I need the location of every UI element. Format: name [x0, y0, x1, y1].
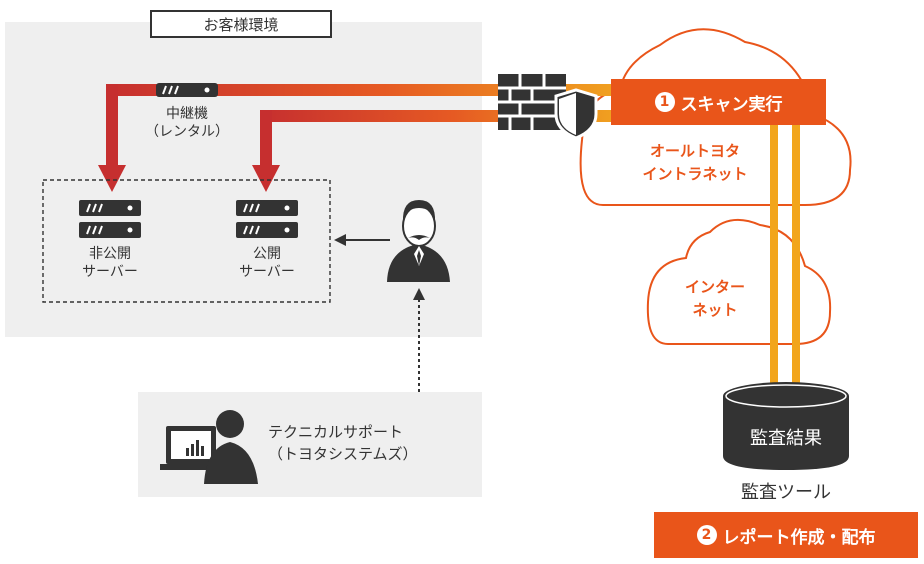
- servers-group-border: [42, 179, 331, 303]
- report-step-number: 2: [696, 525, 717, 545]
- relay-label: 中継機 （レンタル）: [137, 106, 237, 141]
- server-label-public-line1: 公開: [253, 246, 281, 262]
- intranet-label-line1: オールトヨタ: [649, 142, 740, 160]
- shield-icon: [554, 88, 598, 140]
- report-badge: 2 レポート作成・配布: [654, 512, 918, 558]
- access-arrowhead: [334, 234, 346, 246]
- gold-line-1: [770, 112, 778, 392]
- support-label-line2: （トヨタシステムズ）: [268, 444, 418, 463]
- tool-label: 監査ツール: [741, 482, 831, 503]
- scan-step-number: 1: [654, 92, 675, 112]
- relay-label-line2: （レンタル）: [145, 123, 229, 140]
- engineer-person-icon: [387, 200, 450, 282]
- server-label-private-line1: 非公開: [89, 246, 131, 262]
- server-label-private-line2: サーバー: [82, 263, 138, 280]
- server-icon-public: [236, 200, 298, 238]
- report-label: レポート作成・配布: [722, 527, 876, 548]
- pipe-top: [106, 84, 612, 96]
- gold-line-2: [792, 112, 800, 392]
- database-icon: [723, 382, 849, 470]
- intranet-label-line2: イントラネット: [642, 164, 748, 183]
- customer-environment-title: お客様環境: [150, 10, 332, 38]
- internet-cloud: [646, 218, 832, 345]
- server-icon-private: [79, 200, 141, 238]
- server-label-public-line2: サーバー: [239, 263, 295, 280]
- server-label-public: 公開 サーバー: [217, 246, 317, 281]
- internet-label: インター ネット: [655, 276, 775, 321]
- intranet-label: オールトヨタ イントラネット: [620, 140, 770, 185]
- server-label-private: 非公開 サーバー: [60, 246, 160, 281]
- scan-badge: 1 スキャン実行: [611, 79, 826, 125]
- support-arrowhead: [413, 288, 425, 300]
- drop-left: [106, 84, 118, 176]
- support-label-line1: テクニカルサポート: [268, 423, 404, 441]
- internet-label-line2: ネット: [692, 300, 738, 319]
- drop-right: [260, 110, 272, 176]
- internet-label-line1: インター: [684, 278, 745, 296]
- arrowhead-left: [98, 165, 126, 192]
- monitor-chart-icon: [160, 426, 222, 470]
- support-label: テクニカルサポート （トヨタシステムズ）: [268, 422, 458, 466]
- support-person-icon: [204, 410, 258, 484]
- scan-label: スキャン実行: [680, 94, 783, 115]
- relay-label-line1: 中継機: [166, 106, 208, 122]
- arrowhead-right: [252, 165, 280, 192]
- database-label: 監査結果: [750, 428, 822, 449]
- customer-environment-panel: [5, 22, 482, 337]
